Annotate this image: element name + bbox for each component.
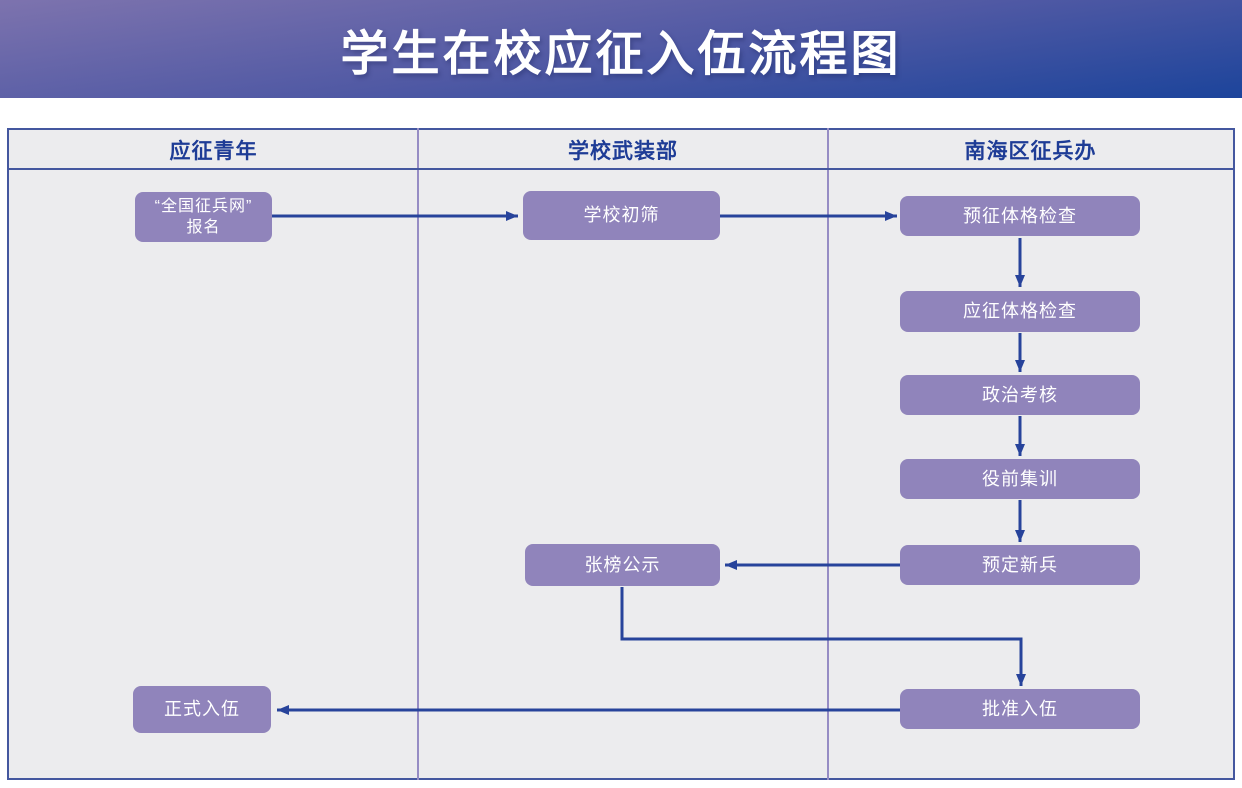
title-banner: 学生在校应征入伍流程图 — [0, 0, 1242, 98]
flow-node-label: 学校初筛 — [583, 205, 660, 225]
column-header-district-conscription-office: 南海区征兵办 — [964, 140, 1097, 163]
flow-node-label: 批准入伍 — [982, 698, 1058, 719]
page-title: 学生在校应征入伍流程图 — [340, 28, 902, 81]
column-header-applicant: 应征青年 — [169, 140, 258, 163]
flow-node-provisional-recruit: 预定新兵 — [900, 545, 1140, 585]
flow-node-public-announcement: 张榜公示 — [525, 544, 720, 586]
flow-node-pre-enlistment-physical: 预征体格检查 — [900, 196, 1140, 236]
flow-node-register-online: “全国征兵网” 报名 — [135, 192, 272, 242]
flow-node-label: “全国征兵网” — [154, 198, 253, 215]
flow-node-label: 预征体格检查 — [963, 205, 1077, 226]
flow-node-label: 张榜公示 — [584, 554, 661, 575]
flow-node-official-enlistment: 正式入伍 — [133, 686, 271, 733]
flow-node-label: 应征体格检查 — [963, 301, 1077, 321]
flow-node-label: 正式入伍 — [164, 699, 240, 719]
column-header-school-armed-dept: 学校武装部 — [568, 140, 678, 163]
flow-node-political-assessment: 政治考核 — [900, 375, 1140, 415]
flow-node-school-screening: 学校初筛 — [523, 191, 720, 240]
flow-node-label: 预定新兵 — [982, 554, 1058, 575]
column-header-row: 应征青年 学校武装部 南海区征兵办 — [7, 130, 1235, 170]
flow-node-label: 报名 — [186, 219, 221, 236]
flow-node-pre-service-training: 役前集训 — [900, 459, 1140, 499]
column-divider-1 — [417, 128, 419, 780]
flow-node-enlistment-physical: 应征体格检查 — [900, 291, 1140, 332]
flow-node-approve-enlistment: 批准入伍 — [900, 689, 1140, 729]
column-divider-2 — [827, 128, 829, 780]
flow-node-label: 役前集训 — [982, 468, 1058, 489]
flow-node-label: 政治考核 — [982, 384, 1058, 405]
